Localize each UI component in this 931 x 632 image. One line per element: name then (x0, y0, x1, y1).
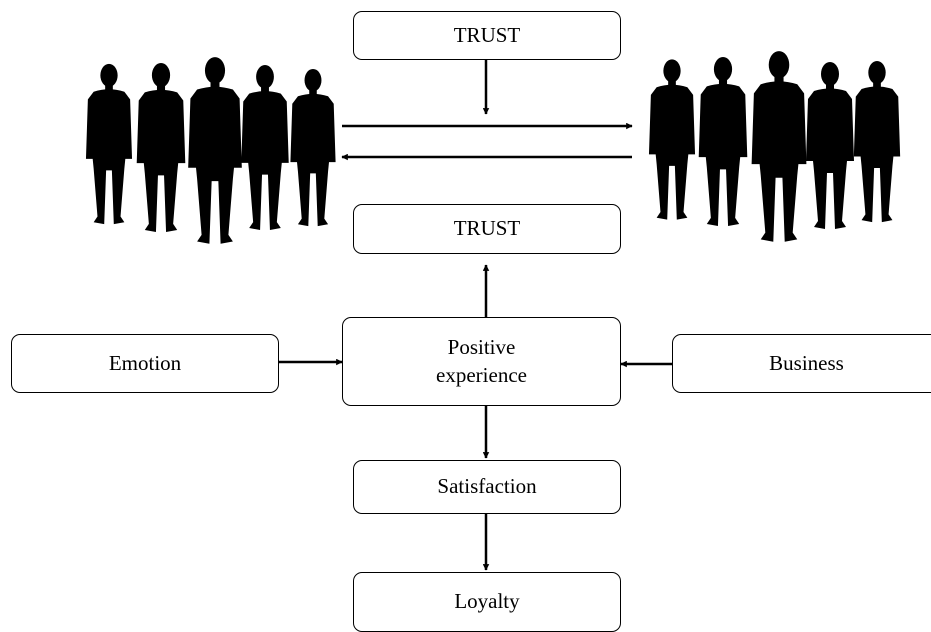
people-group-left-icon (85, 57, 336, 244)
loyalty-node: Loyalty (353, 572, 621, 632)
trust-top-label: TRUST (453, 22, 521, 47)
positive-experience-label: Positive experience (436, 335, 527, 387)
loyalty-label: Loyalty (454, 589, 520, 614)
business-label: Business (769, 350, 844, 375)
satisfaction-label: Satisfaction (437, 474, 537, 499)
business-node: Business (672, 334, 931, 393)
trust-mid-label: TRUST (453, 216, 521, 241)
trust-top-node: TRUST (353, 11, 621, 60)
connector-arrows (279, 60, 672, 571)
positive-experience-node: Positive experience (342, 317, 621, 406)
people-group-right-icon (648, 51, 901, 242)
trust-mid-node: TRUST (353, 204, 621, 254)
emotion-node: Emotion (11, 334, 279, 393)
satisfaction-node: Satisfaction (353, 460, 621, 514)
emotion-label: Emotion (108, 350, 182, 375)
